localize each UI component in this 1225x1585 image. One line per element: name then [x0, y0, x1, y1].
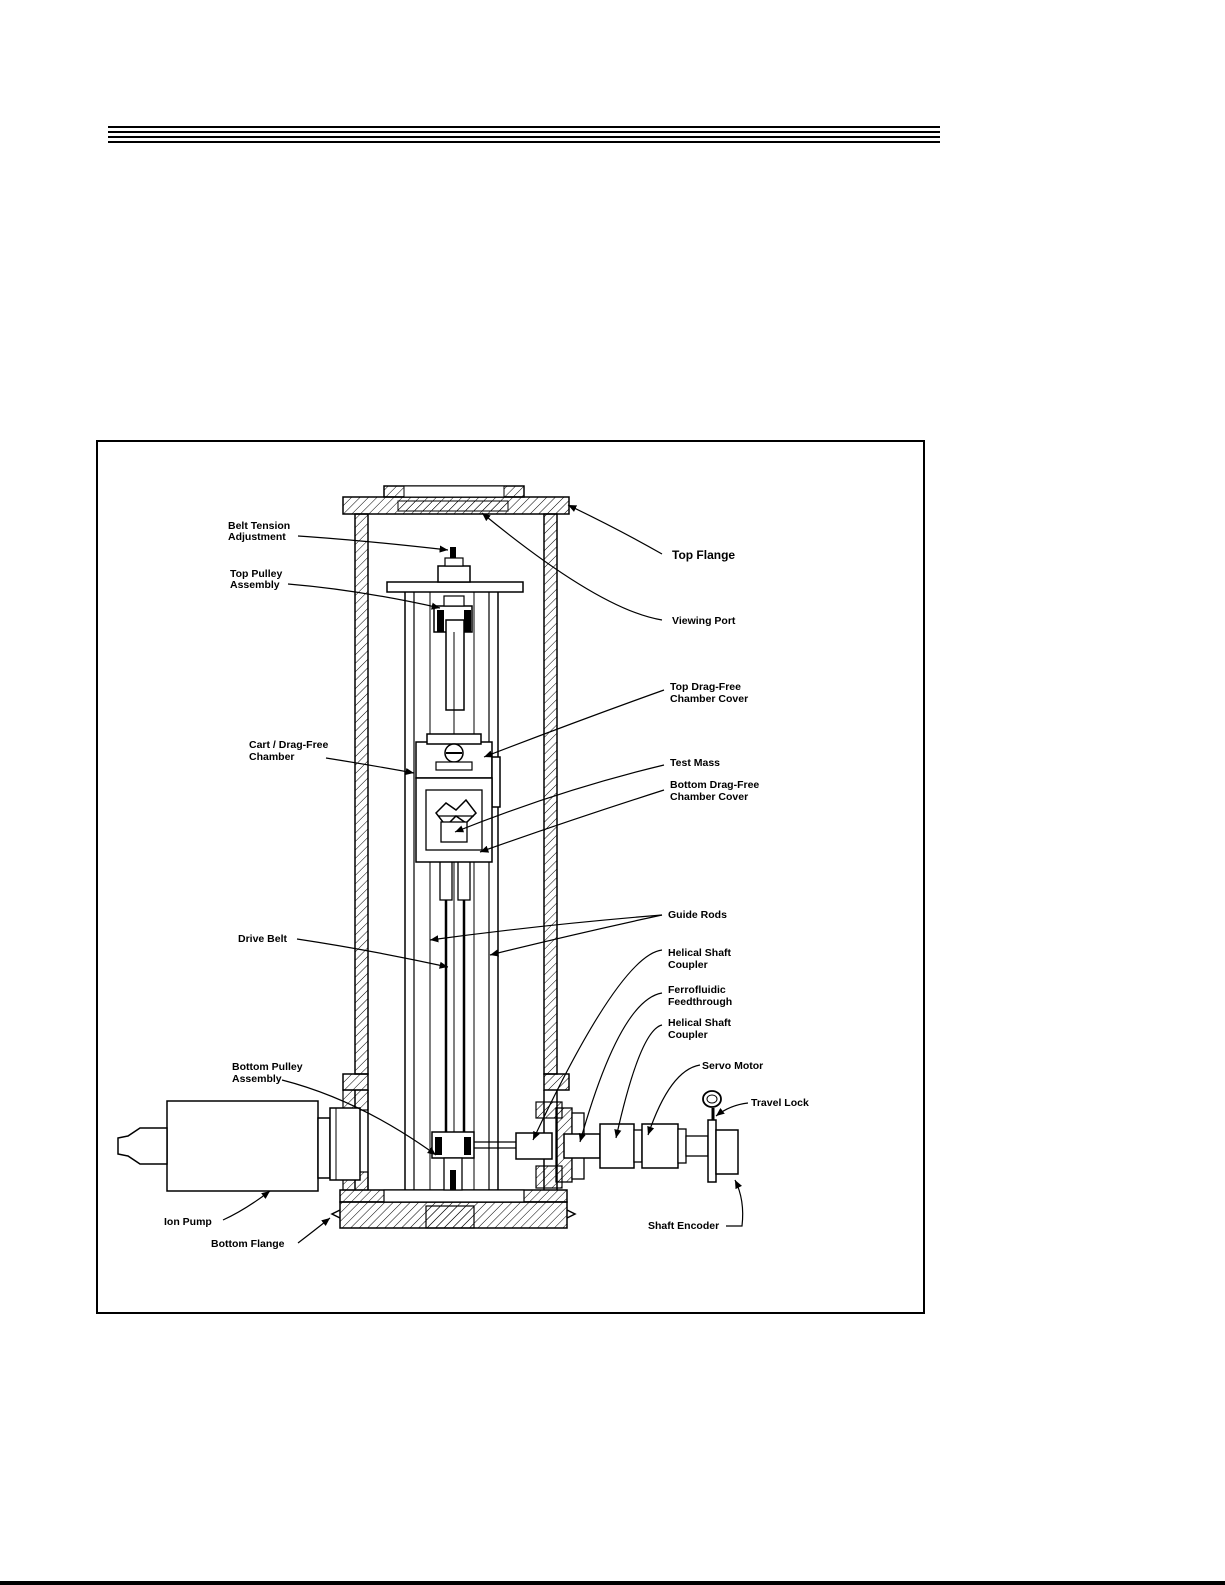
figure-frame	[96, 440, 925, 1314]
label-ferro-2: Feedthrough	[668, 996, 732, 1008]
label-belt-tension-2: Adjustment	[228, 531, 286, 543]
label-top-dragfree-1: Top Drag-Free	[670, 681, 741, 693]
label-ferro-1: Ferrofluidic	[668, 984, 726, 996]
label-helical-2b: Coupler	[668, 1029, 708, 1041]
label-helical-1a: Helical Shaft	[668, 947, 732, 959]
label-cart-2: Chamber	[249, 751, 295, 763]
label-helical-1b: Coupler	[668, 959, 708, 971]
label-helical-2a: Helical Shaft	[668, 1017, 732, 1029]
label-bottom-dragfree-1: Bottom Drag-Free	[670, 779, 759, 791]
label-ion-pump: Ion Pump	[164, 1216, 212, 1228]
label-bottom-dragfree-2: Chamber Cover	[670, 791, 748, 803]
label-bottom-pulley-1: Bottom Pulley	[232, 1061, 303, 1073]
viewing-port-glass	[397, 500, 509, 512]
label-shaft-encoder: Shaft Encoder	[648, 1220, 719, 1232]
label-travel-lock: Travel Lock	[751, 1097, 809, 1109]
bottom-pulley-assembly	[431, 1131, 475, 1191]
label-bottom-flange: Bottom Flange	[211, 1238, 285, 1250]
bottom-rule	[0, 1581, 1225, 1585]
label-test-mass: Test Mass	[670, 757, 720, 769]
label-guide-rods: Guide Rods	[668, 909, 727, 921]
label-cart-1: Cart / Drag-Free	[249, 739, 329, 751]
label-top-pulley-2: Assembly	[230, 579, 280, 591]
guide-rods	[404, 592, 499, 1190]
bottom-flange	[330, 1189, 577, 1229]
label-drive-belt: Drive Belt	[238, 933, 288, 945]
drive-belt	[439, 619, 471, 1150]
label-bottom-pulley-2: Assembly	[232, 1073, 282, 1085]
leader-lines	[222, 504, 749, 1244]
label-top-flange: Top Flange	[672, 548, 735, 562]
label-belt-tension-1: Belt Tension	[228, 520, 290, 532]
shaft-drive-train	[474, 1090, 739, 1189]
label-servo-motor: Servo Motor	[702, 1060, 763, 1072]
label-viewing-port: Viewing Port	[672, 615, 736, 627]
ion-pump	[117, 1100, 361, 1192]
header-rules	[108, 126, 940, 146]
top-flange	[342, 485, 570, 515]
cart-drag-free-chamber	[415, 733, 501, 863]
label-top-dragfree-2: Chamber Cover	[670, 693, 748, 705]
label-top-pulley-1: Top Pulley	[230, 568, 282, 580]
